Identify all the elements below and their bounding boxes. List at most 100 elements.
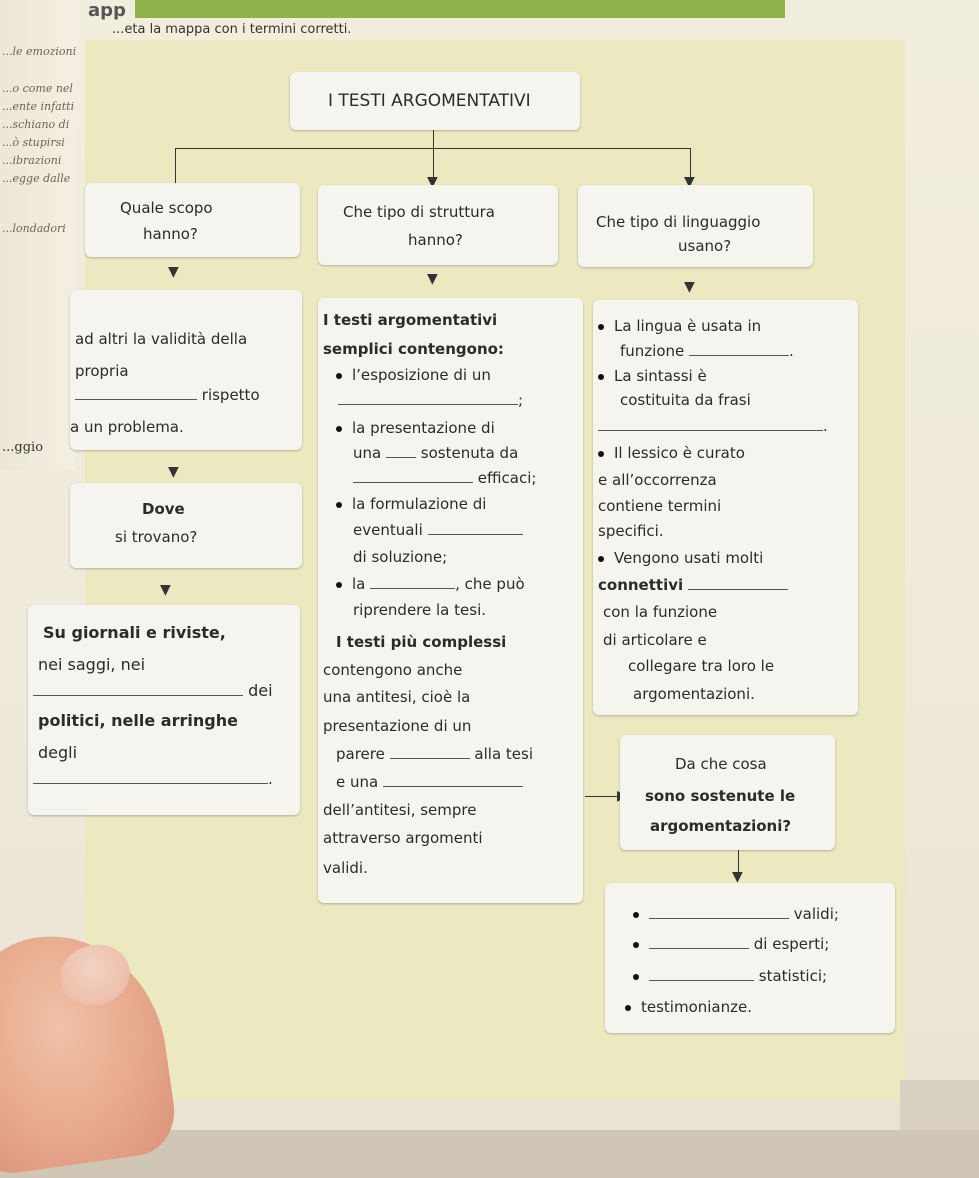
- answer-line: costituita da frasi: [620, 391, 751, 409]
- blank-field: [33, 782, 268, 784]
- connector: [175, 148, 176, 183]
- question-linguaggio: Che tipo di linguaggio usano?: [578, 185, 813, 267]
- answer-line: nei saggi, nei: [38, 655, 146, 674]
- answer-line: di soluzione;: [353, 548, 448, 566]
- blank-field: [75, 398, 197, 400]
- question-sostenute: Da che cosa sono sostenute le argomentaz…: [620, 735, 835, 850]
- bullet-line: La lingua è usata in: [598, 317, 761, 335]
- answer-line-with-blank: e una: [336, 773, 523, 791]
- bullet-line-with-blank: di esperti;: [633, 935, 829, 953]
- answer-text: rispetto: [201, 386, 260, 404]
- answer-line: a un problema.: [70, 418, 184, 436]
- blank-field: [389, 757, 470, 759]
- answer-line-with-blank: rispetto: [75, 386, 260, 404]
- q-line: Quale scopo: [120, 199, 213, 217]
- q-line: hanno?: [143, 225, 198, 243]
- connector: [433, 130, 434, 148]
- bullet-line: la formulazione di: [336, 495, 486, 513]
- arrow-down-icon: ▼: [160, 582, 171, 598]
- answer-line: I testi argomentativi: [323, 311, 498, 329]
- blank-field: [427, 533, 523, 535]
- blank-field: [370, 587, 456, 589]
- connector: [690, 148, 691, 183]
- answer-line: di articolare e: [603, 631, 707, 649]
- answer-line: presentazione di un: [323, 717, 472, 735]
- answer-sostenute: validi; di esperti; statistici; testimon…: [605, 883, 895, 1033]
- q-line: Da che cosa: [675, 755, 767, 773]
- margin-line: ...ibrazioni: [2, 154, 62, 167]
- bullet-line: l’esposizione di un: [336, 366, 491, 384]
- blank-field: [649, 917, 789, 919]
- connector: [175, 148, 690, 149]
- blank-field: [338, 403, 518, 405]
- connector: [433, 148, 434, 183]
- answer-line: validi.: [323, 859, 368, 877]
- blank-field: [687, 588, 788, 590]
- answer-line: semplici contengono:: [323, 340, 504, 358]
- answer-line: attraverso argomenti: [323, 829, 483, 847]
- q-line: si trovano?: [115, 528, 198, 546]
- answer-line: specifici.: [598, 522, 664, 540]
- q-line: sono sostenute le: [645, 787, 796, 805]
- q-line: Che tipo di struttura: [343, 203, 495, 221]
- answer-line: Su giornali e riviste,: [43, 623, 226, 642]
- answer-line-with-blank: .: [33, 770, 273, 788]
- answer-dove: Su giornali e riviste, nei saggi, nei de…: [28, 605, 300, 815]
- blank-field: [598, 429, 823, 431]
- blank-field: [382, 785, 523, 787]
- blank-field: [649, 979, 754, 981]
- q-line: usano?: [678, 237, 732, 255]
- bullet-line-with-blank: validi;: [633, 905, 839, 923]
- answer-line: degli: [38, 743, 78, 762]
- bullet-line: testimonianze.: [625, 998, 752, 1016]
- blank-field: [33, 694, 243, 696]
- answer-line-with-blank: una sostenuta da: [353, 444, 519, 462]
- answer-line-with-blank: dei: [33, 681, 273, 700]
- instruction-text: ...eta la mappa con i termini corretti.: [112, 22, 352, 37]
- bullet-line: La sintassi è: [598, 367, 707, 385]
- margin-line: ...ente infatti: [2, 100, 75, 113]
- q-line: Che tipo di linguaggio: [596, 213, 761, 231]
- question-struttura: Che tipo di struttura hanno?: [318, 185, 558, 265]
- connector: [738, 850, 739, 875]
- q-line: Dove: [142, 500, 185, 518]
- answer-line-with-blank: efficaci;: [353, 469, 536, 487]
- blank-field: [649, 947, 749, 949]
- answer-line: collegare tra loro le: [628, 657, 775, 675]
- answer-line: ad altri la validità della: [75, 330, 248, 348]
- left-margin-text: ...le emozioni ...o come nel ...ente inf…: [0, 0, 77, 470]
- answer-line: politici, nelle arringhe: [38, 711, 238, 730]
- margin-line: ...egge dalle: [2, 172, 71, 185]
- margin-line: ...londadori: [2, 222, 66, 235]
- arrow-down-icon: ▼: [427, 271, 438, 287]
- bullet-line: Il lessico è curato: [598, 444, 745, 462]
- arrow-down-icon: ▼: [684, 279, 695, 295]
- arrow-down-icon: ▼: [732, 869, 743, 885]
- answer-line: riprendere la tesi.: [353, 601, 487, 619]
- answer-line: propria: [75, 362, 129, 380]
- page-heading: app: [88, 0, 126, 21]
- answer-line: dell’antitesi, sempre: [323, 801, 477, 819]
- answer-line: argomentazioni.: [633, 685, 755, 703]
- answer-line: con la funzione: [603, 603, 718, 621]
- margin-line: ...o come nel: [2, 82, 73, 95]
- header-bar: [135, 0, 785, 18]
- answer-line-with-blank: eventuali: [353, 521, 523, 539]
- arrow-down-icon: ▼: [168, 264, 179, 280]
- bullet-line: la , che può: [336, 575, 525, 593]
- margin-line: ...le emozioni: [2, 45, 77, 58]
- bullet-line: la presentazione di: [336, 419, 495, 437]
- blank-field: [386, 456, 416, 458]
- arrow-down-icon: ▼: [684, 174, 695, 190]
- answer-line: e all’occorrenza: [598, 471, 717, 489]
- blank-field: [353, 481, 473, 483]
- q-line: argomentazioni?: [650, 817, 792, 835]
- answer-scopo: ad altri la validità della propria rispe…: [70, 290, 302, 450]
- margin-line: ...schiano di: [2, 118, 70, 131]
- question-scopo: Quale scopo hanno?: [85, 183, 300, 257]
- background-surface: [900, 1080, 979, 1130]
- q-line: hanno?: [408, 231, 463, 249]
- arrow-down-icon: ▼: [168, 464, 179, 480]
- arrow-down-icon: ▼: [427, 174, 438, 190]
